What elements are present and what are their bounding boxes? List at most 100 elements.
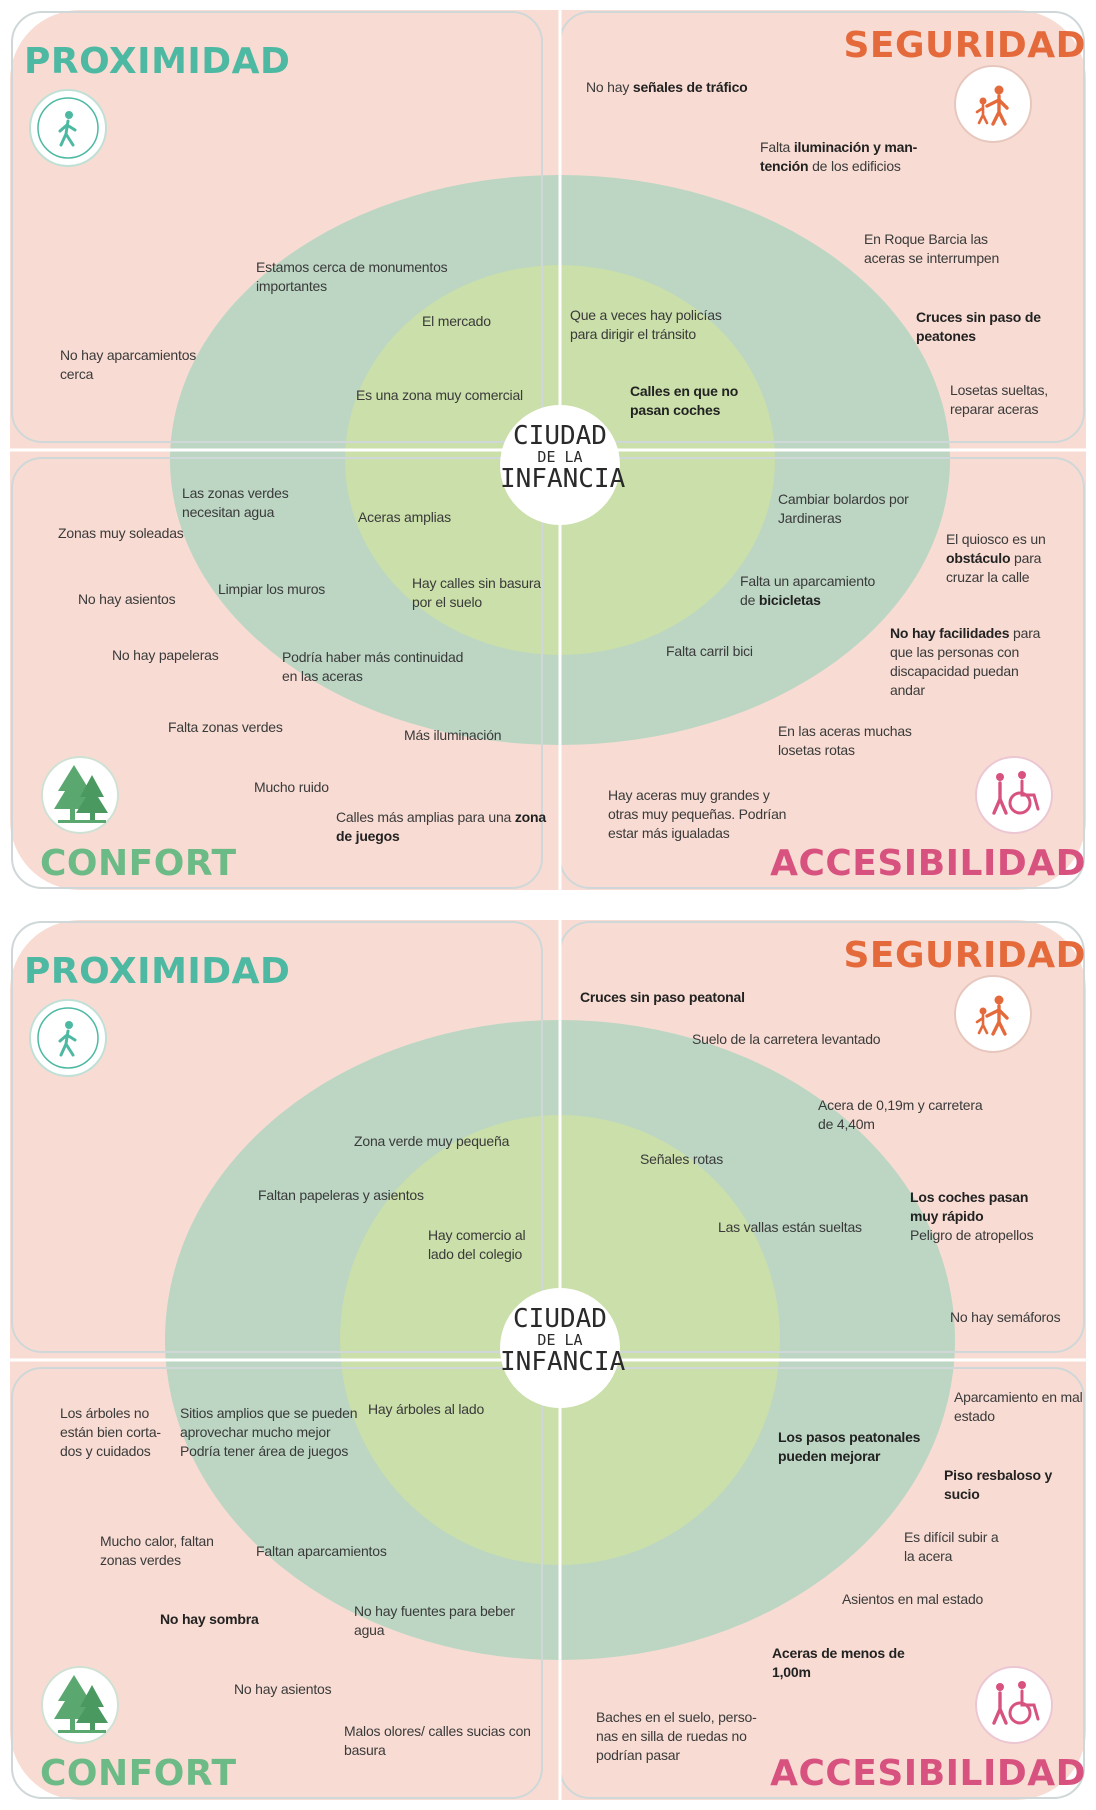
note: No hay semáforos [950,1308,1061,1327]
note: Zona verde muy pequeña [354,1132,509,1151]
note: Aceras amplias [358,508,451,527]
category-title-comfort: CONFORT [40,843,237,884]
center-label-line1: CIUDAD [513,1304,607,1334]
note: Faltan aparcamientos [256,1542,387,1561]
note-text: Sitios amplios que se pueden [180,1405,358,1421]
note-text: Zona verde muy pequeña [354,1133,510,1149]
note: No hay aparcamientos cerca [60,346,196,384]
adult-child-icon [954,975,1032,1053]
note-text: Limpiar los muros [218,581,326,597]
note-text-bold: zona [514,809,546,825]
note: No hay señales de tráfico [586,78,748,97]
center-label-line3: INFANCIA [500,1347,626,1378]
note-text: para dirigir el tránsito [570,325,696,342]
note-text-bold: de juegos [336,827,400,844]
note-text-bold: pasan coches [630,401,721,418]
note: No hay asientos [234,1680,332,1699]
quadrant-frames [11,921,1085,1799]
note-text: Aceras amplias [358,509,451,525]
note-text: Asientos en mal estado [842,1591,984,1607]
note-text: de los edificios [808,157,901,174]
note-text: Hay árboles al lado [368,1401,485,1417]
note-text: Losetas sueltas, [950,382,1048,398]
note-text: No hay aparcamientos [60,347,197,363]
note: Mucho ruido [254,778,329,797]
note-text-bold: Piso resbaloso y [944,1467,1053,1483]
note-text-bold: obstáculo [946,549,1011,566]
note: Faltan papeleras y asientos [258,1186,424,1205]
note-text-bold: iluminación y man- [793,139,918,155]
note-text: No hay semáforos [950,1309,1061,1325]
note-text: Mucho ruido [254,779,329,795]
note-text: Jardineras [778,509,842,526]
note-text: basura [344,1741,386,1758]
note-text: Podría tener área de juegos [180,1442,349,1459]
note-text-bold: tención [760,157,809,174]
note-text: de [740,591,759,608]
note-text: zonas verdes [100,1551,181,1568]
note-text: Los árboles no [60,1405,150,1421]
walking-person-icon [29,999,107,1077]
note-text: estado [954,1407,995,1424]
center-label-line2: DE LA [537,448,583,466]
note-text: podrían pasar [596,1746,680,1763]
note-text-bold: Cruces sin paso de [916,309,1041,325]
note-text: importantes [256,277,327,294]
pine-trees-icon [41,1666,119,1744]
note-text: Más iluminación [404,727,502,743]
note: Las vallas están sueltas [718,1218,862,1237]
center-label: CIUDAD DE LA INFANCIA [500,405,625,525]
note: Falta iluminación y man-tención de los e… [760,138,917,176]
note-text: cerca [60,365,94,382]
note-text: otras muy pequeñas. Podrían [608,805,787,822]
note-text-bold: señales de tráfico [632,79,748,95]
note-text-bold: Los pasos peatonales [778,1429,921,1445]
note: Más iluminación [404,726,502,745]
category-title-comfort: CONFORT [40,1753,237,1794]
center-label-line2: DE LA [537,1331,583,1349]
note-text-bold: Cruces sin paso peatonal [580,989,745,1005]
note: Hay aceras muy grandes y otras muy pequeñ… [608,786,786,843]
note-text: Hay aceras muy grandes y [608,787,770,803]
note-text: necesitan agua [182,503,275,520]
note: Suelo de la carretera levantado [692,1030,881,1049]
note-text: Hay calles sin basura [412,575,541,591]
note: Asientos en mal estado [842,1590,983,1609]
note-text: Zonas muy soleadas [58,525,184,541]
note-text-bold: No hay sombra [160,1611,259,1627]
note-text: No hay asientos [234,1681,332,1697]
note-text: para [1009,625,1041,641]
note-text: Suelo de la carretera levantado [692,1031,881,1047]
note-text: agua [354,1621,385,1638]
center-label-line1: CIUDAD [513,421,607,451]
note-text: de 4,40m [818,1115,875,1132]
adult-child-icon [954,65,1032,143]
note-text: aceras se interrumpen [864,249,1000,266]
note-text: Faltan papeleras y asientos [258,1187,424,1203]
note-text: No hay [586,79,633,95]
note-text: Falta zonas verdes [168,719,283,735]
note-text: están bien corta- [60,1423,161,1440]
note-text: reparar aceras [950,400,1039,417]
note-text: En las aceras muchas [778,723,912,739]
note-text-bold: Calles en que no [630,383,739,399]
note-text: que las personas con [890,643,1020,660]
note-text: Es una zona muy comercial [356,387,523,403]
note-text: para [1010,549,1042,566]
note: Calles en que no pasan coches [630,382,738,420]
